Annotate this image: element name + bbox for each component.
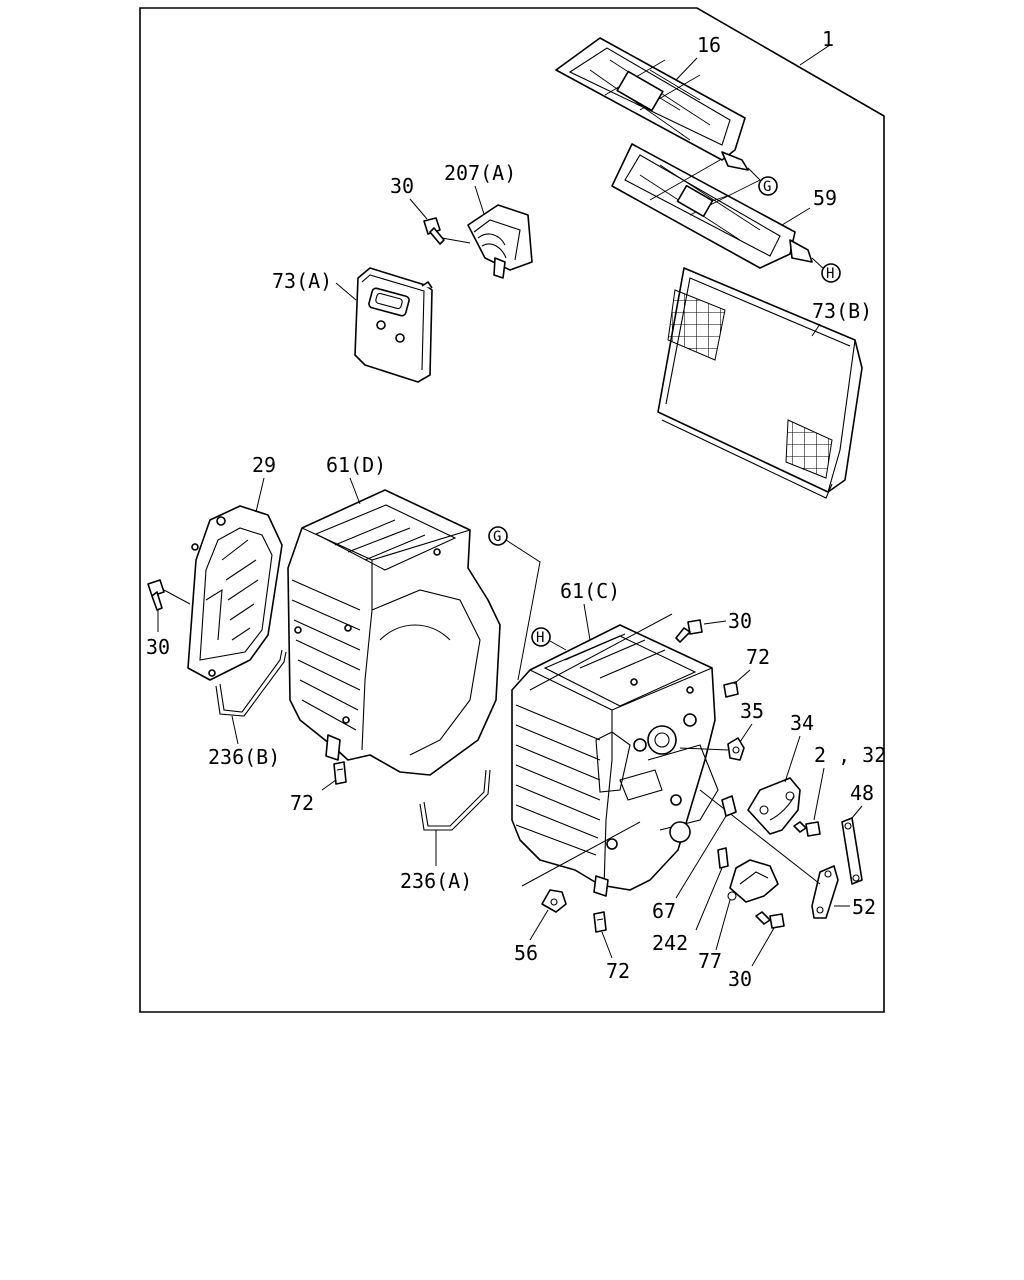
leader-73a	[335, 282, 357, 301]
link-52	[811, 865, 839, 919]
leader-72-left	[321, 779, 337, 791]
side-cover-29	[187, 505, 283, 681]
diagram-frame	[139, 7, 885, 1013]
callout-77: 77	[698, 949, 722, 973]
callout-30-left: 30	[146, 635, 170, 659]
clip-72-left	[333, 761, 347, 785]
callout-48: 48	[850, 781, 874, 805]
leader-h-mid	[549, 640, 567, 651]
leader-61d	[349, 477, 361, 505]
leader-67	[675, 815, 727, 899]
callout-29: 29	[252, 453, 276, 477]
callout-16: 16	[697, 33, 721, 57]
screw-2-32	[793, 821, 821, 837]
screw-30-mid	[675, 619, 703, 643]
callout-236a: 236(A)	[400, 869, 472, 893]
actuator-77	[727, 859, 779, 903]
case-half-61d	[287, 489, 501, 776]
callout-61d: 61(D)	[326, 453, 386, 477]
callout-30-top: 30	[390, 174, 414, 198]
callout-73b: 73(B)	[812, 299, 872, 323]
marker-g-top-label: G	[763, 179, 771, 195]
filter-73b	[657, 267, 863, 499]
callout-242: 242	[652, 931, 688, 955]
leader-59	[781, 207, 811, 226]
marker-h-mid	[531, 627, 551, 647]
callout-30-bottom: 30	[728, 967, 752, 991]
seal-236a	[419, 769, 491, 831]
leader-73b	[811, 323, 821, 337]
marker-g-mid	[488, 526, 508, 546]
callout-72-left: 72	[290, 791, 314, 815]
callout-207a: 207(A)	[444, 161, 516, 185]
leader-34	[784, 735, 801, 783]
marker-h-mid-label: H	[536, 630, 544, 646]
case-half-61c	[511, 624, 719, 897]
leader-207a	[474, 185, 485, 215]
callout-236b: 236(B)	[208, 745, 280, 769]
actuator-207a	[467, 204, 533, 279]
screw-30-top	[423, 217, 471, 245]
leader-g-mid	[505, 539, 541, 681]
leader-35-link	[679, 747, 729, 751]
connector-67	[721, 795, 737, 817]
leader-30-mid	[703, 620, 727, 625]
filter-73a	[354, 267, 433, 383]
part-35	[727, 737, 745, 761]
marker-h-top-label: H	[826, 266, 834, 282]
seal-236b	[215, 649, 287, 717]
clip-72-right	[723, 681, 739, 698]
lever-34	[747, 777, 801, 835]
leader-242	[695, 867, 723, 931]
filter-door-lower	[611, 143, 826, 271]
leader-236b	[231, 715, 239, 745]
callout-35: 35	[740, 699, 764, 723]
leader-case-top	[529, 613, 673, 691]
callout-61c: 61(C)	[560, 579, 620, 603]
screw-30-bottom	[755, 911, 785, 929]
callout-34: 34	[790, 711, 814, 735]
callout-52: 52	[852, 895, 876, 919]
callout-2-32: 2 , 32	[814, 743, 886, 767]
leader-30-bottom	[751, 927, 775, 967]
callout-59: 59	[813, 186, 837, 210]
leader-61c	[583, 603, 591, 641]
leader-56-link	[521, 821, 641, 887]
leader-30-top	[409, 198, 428, 220]
callout-73a: 73(A)	[272, 269, 332, 293]
leader-2-32	[813, 767, 825, 821]
callout-56: 56	[514, 941, 538, 965]
screw-30-left	[147, 579, 191, 611]
rod-48	[841, 817, 863, 885]
bracket-56	[541, 889, 567, 913]
marker-g-top	[758, 176, 778, 196]
callout-1: 1	[822, 27, 834, 51]
clip-72-bottom	[593, 911, 607, 933]
leader-29	[255, 477, 265, 513]
leader-link-path	[699, 789, 821, 885]
filter-door-upper	[555, 37, 761, 181]
leader-48	[851, 805, 863, 819]
leader-72-right	[733, 669, 751, 685]
leader-1	[799, 44, 831, 66]
leader-77	[715, 899, 731, 951]
callout-72-right: 72	[746, 645, 770, 669]
callout-30-mid: 30	[728, 609, 752, 633]
marker-g-mid-label: G	[493, 529, 501, 545]
callout-67: 67	[652, 899, 676, 923]
leader-16	[675, 57, 698, 81]
marker-h-top	[821, 263, 841, 283]
leader-72-bottom	[601, 931, 613, 959]
leader-56	[529, 909, 549, 941]
callout-72-bottom: 72	[606, 959, 630, 983]
part-242	[717, 847, 729, 869]
leader-35	[739, 723, 753, 743]
